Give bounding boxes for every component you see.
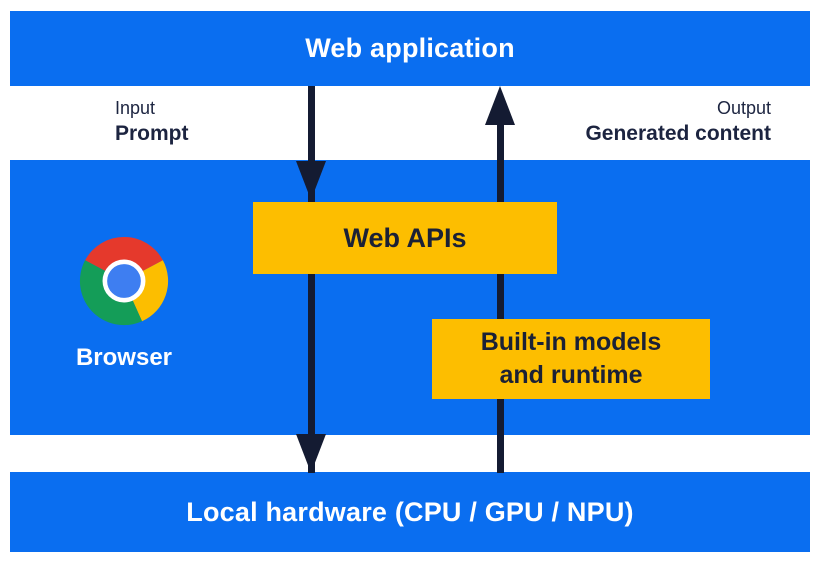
input-labels: Input Prompt <box>115 97 189 147</box>
output-label: Output <box>716 98 771 118</box>
built-in-models-box: Built-in models and runtime <box>432 319 710 399</box>
arrow-down-icon <box>296 434 326 473</box>
web-application-label: Web application <box>305 33 515 63</box>
input-value-label: Prompt <box>115 122 189 145</box>
web-apis-box: Web APIs <box>253 202 557 274</box>
chrome-logo-blue-core <box>107 264 141 298</box>
web-application-layer: Web application <box>10 11 810 86</box>
built-in-models-label-line1: Built-in models <box>480 328 662 356</box>
local-hardware-label: Local hardware (CPU / GPU / NPU) <box>186 496 634 527</box>
chrome-logo-red-segment <box>85 236 163 281</box>
web-apis-label: Web APIs <box>343 222 467 253</box>
local-hardware-layer: Local hardware (CPU / GPU / NPU) <box>10 472 810 552</box>
input-label: Input <box>115 98 156 118</box>
arrow-up-icon <box>485 86 515 125</box>
built-in-models-label-line2: and runtime <box>499 361 643 389</box>
generated-content-flow-arrow-line <box>497 120 504 473</box>
chrome-logo-icon <box>79 236 169 326</box>
browser-label: Browser <box>75 344 173 371</box>
prompt-flow-arrow-line <box>308 86 315 473</box>
arrow-down-icon <box>296 161 326 200</box>
output-labels: Output Generated content <box>585 97 771 147</box>
output-value-label: Generated content <box>585 122 771 145</box>
